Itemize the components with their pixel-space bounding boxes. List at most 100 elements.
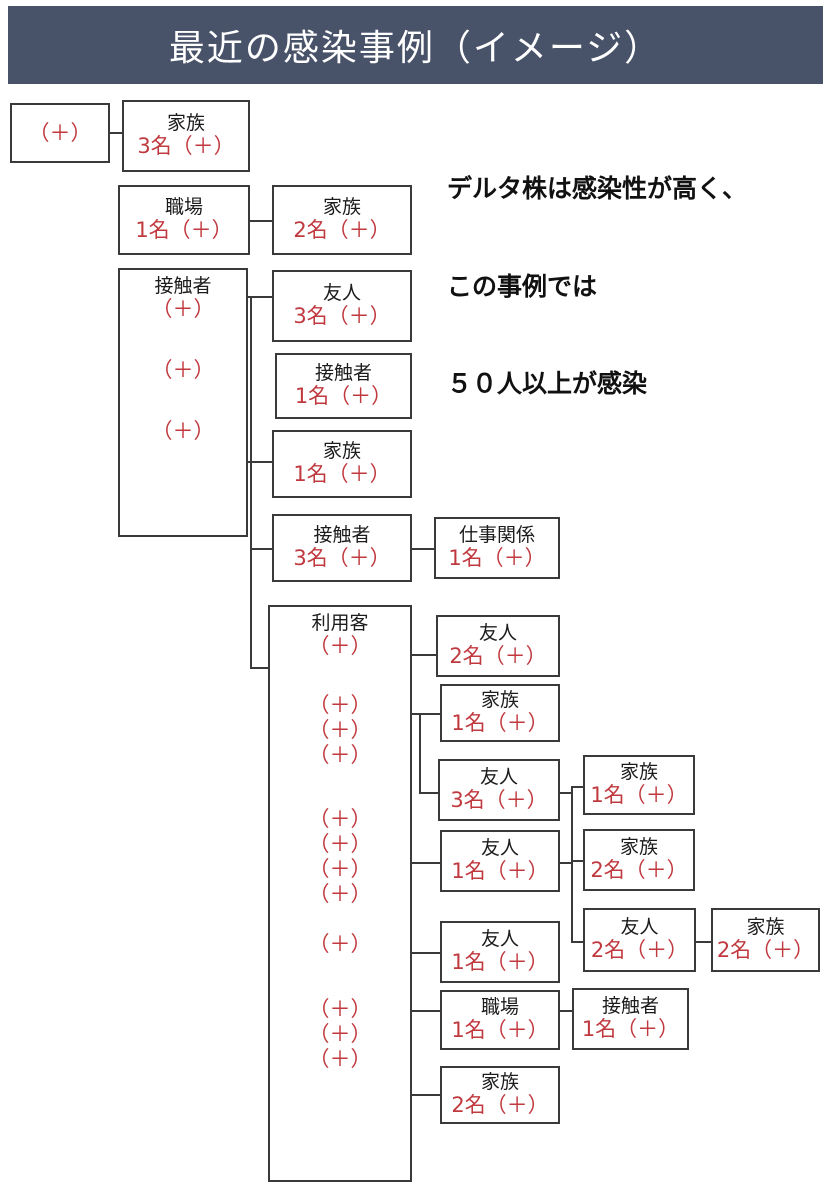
node-plus: （＋） [308, 717, 372, 742]
node-family-2-b[interactable]: 家族 2名（＋） [583, 829, 695, 891]
node-contact-1-b[interactable]: 接触者 1名（＋） [572, 988, 689, 1050]
page-header: 最近の感染事例（イメージ） [8, 6, 823, 84]
node-relation: 家族 [322, 439, 361, 462]
node-customers[interactable]: 利用客 （＋） （＋） （＋） （＋） （＋） （＋） （＋） （＋） （＋） … [268, 605, 412, 1182]
connector [250, 220, 272, 222]
node-count: 3名（＋） [293, 304, 391, 329]
node-count: 1名（＋） [451, 1018, 549, 1043]
node-plus: （＋） [308, 856, 372, 881]
node-count: 1名（＋） [294, 384, 393, 409]
connector [571, 786, 573, 942]
node-relation: 接触者 [601, 994, 659, 1017]
connector-spine [250, 461, 252, 669]
node-family-2-c[interactable]: 家族 2名（＋） [711, 908, 820, 972]
node-count: 1名（＋） [293, 462, 391, 487]
node-friend-3-a[interactable]: 友人 3名（＋） [272, 270, 412, 342]
node-friend-2-b[interactable]: 友人 2名（＋） [583, 908, 696, 972]
node-relation: 家族 [619, 760, 658, 783]
node-count: 1名（＋） [451, 859, 549, 884]
node-count: （＋） [28, 120, 92, 145]
node-count: 1名（＋） [581, 1017, 680, 1042]
node-relation: 友人 [480, 836, 519, 859]
node-relation: 家族 [322, 195, 361, 218]
node-count: 3名（＋） [137, 134, 235, 159]
node-work-relation-1[interactable]: 仕事関係 1名（＋） [434, 517, 560, 579]
annotation-line-2: この事例では [447, 271, 598, 301]
node-relation: 家族 [746, 915, 785, 938]
node-plus: （＋） [308, 997, 372, 1022]
connector [419, 792, 440, 794]
node-family-2-a[interactable]: 家族 2名（＋） [272, 185, 412, 255]
node-friend-1-a[interactable]: 友人 1名（＋） [440, 830, 560, 892]
node-plus: （＋） [308, 1021, 372, 1046]
node-count: 2名（＋） [451, 1093, 549, 1118]
node-count: 2名（＋） [716, 938, 815, 963]
connector [250, 548, 272, 550]
connector [696, 941, 711, 943]
connector [571, 786, 583, 788]
annotation-line-3: ５０人以上が感染 [447, 369, 648, 398]
node-relation: 仕事関係 [458, 523, 535, 546]
node-family-1-a[interactable]: 家族 1名（＋） [272, 430, 412, 498]
node-plus: （＋） [308, 693, 372, 718]
node-relation: 友人 [322, 281, 361, 304]
node-plus: （＋） [308, 634, 372, 659]
node-relation: 接触者 [314, 361, 372, 384]
node-friend-2-a[interactable]: 友人 2名（＋） [436, 615, 560, 677]
node-contact-group[interactable]: 接触者 （＋） （＋） （＋） [118, 268, 248, 537]
node-family-1-b[interactable]: 家族 1名（＋） [440, 684, 560, 742]
node-count: 2名（＋） [293, 218, 391, 243]
connector-spine [250, 296, 252, 462]
node-relation: 接触者 [313, 523, 371, 546]
node-plus: （＋） [308, 742, 372, 767]
node-count: 3名（＋） [293, 546, 391, 571]
node-friend-1-b[interactable]: 友人 1名（＋） [440, 921, 560, 983]
page-title: 最近の感染事例（イメージ） [168, 28, 663, 69]
node-family-1-c[interactable]: 家族 1名（＋） [583, 755, 695, 815]
connector [554, 792, 572, 794]
connector [571, 860, 583, 862]
connector [554, 862, 572, 864]
node-relation: 友人 [479, 765, 518, 788]
node-relation: 家族 [480, 1070, 519, 1093]
node-relation: 家族 [166, 111, 205, 134]
node-relation: 職場 [164, 195, 203, 218]
node-relation: 友人 [478, 621, 517, 644]
node-relation: 家族 [480, 688, 519, 711]
connector [554, 1010, 572, 1012]
node-count: 1名（＋） [451, 711, 549, 736]
node-plus: （＋） [308, 1046, 372, 1071]
connector [419, 713, 440, 715]
node-friend-3-b[interactable]: 友人 3名（＋） [438, 759, 560, 821]
node-plus: （＋） [151, 418, 215, 443]
node-count: 2名（＋） [449, 644, 547, 669]
node-plus: （＋） [308, 807, 372, 832]
node-count: 2名（＋） [590, 938, 689, 963]
node-count: 1名（＋） [448, 546, 546, 571]
node-index-case[interactable]: （＋） [10, 103, 110, 163]
annotation-line-1: デルタ株は感染性が高く、 [447, 174, 748, 203]
node-plus: （＋） [151, 358, 215, 383]
connector [419, 713, 421, 793]
node-count: 3名（＋） [450, 788, 548, 813]
node-relation: 友人 [620, 915, 659, 938]
node-contact-1-a[interactable]: 接触者 1名（＋） [275, 353, 412, 419]
node-family-2-d[interactable]: 家族 2名（＋） [440, 1066, 560, 1124]
node-relation: 職場 [480, 995, 519, 1018]
node-family-3[interactable]: 家族 3名（＋） [122, 100, 250, 172]
node-contact-3[interactable]: 接触者 3名（＋） [272, 514, 412, 582]
node-workplace-1[interactable]: 職場 1名（＋） [118, 185, 250, 255]
node-plus: （＋） [308, 881, 372, 906]
node-count: （＋） [151, 297, 215, 322]
node-plus: （＋） [308, 832, 372, 857]
node-relation: 友人 [480, 927, 519, 950]
node-count: 1名（＋） [451, 950, 549, 975]
node-workplace-1-b[interactable]: 職場 1名（＋） [440, 990, 560, 1050]
connector [110, 132, 124, 134]
annotation-text: デルタ株は感染性が高く、 この事例では ５０人以上が感染 [447, 108, 747, 466]
node-count: 2名（＋） [590, 858, 688, 883]
node-count: 1名（＋） [135, 218, 233, 243]
node-relation: 利用客 [311, 612, 369, 634]
node-relation: 接触者 [154, 275, 212, 297]
